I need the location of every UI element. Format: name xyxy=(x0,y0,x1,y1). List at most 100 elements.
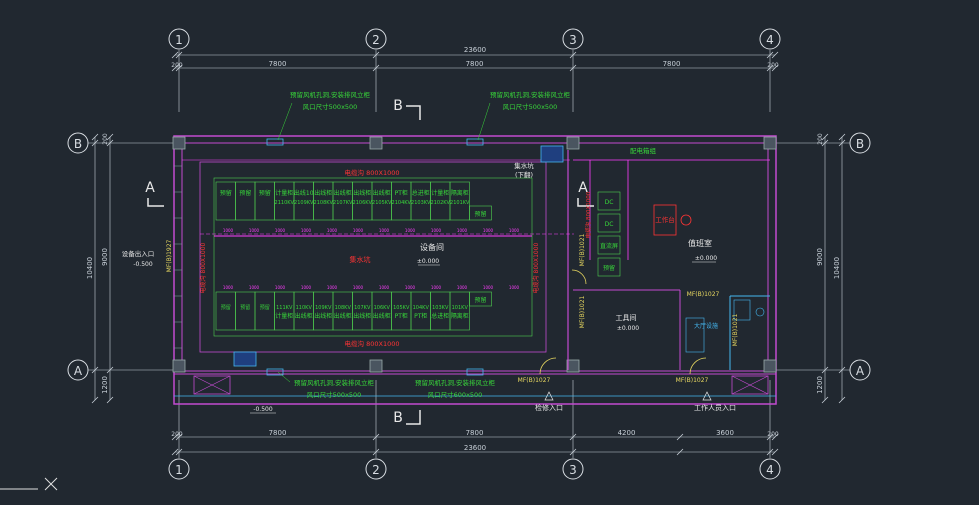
grid-bubble-A-right xyxy=(849,359,871,381)
grid-bubble-A-left xyxy=(67,359,89,381)
cabinet-top-label1-9: PT柜 xyxy=(395,189,408,197)
power-wall-label: 配电箱组 xyxy=(630,146,657,155)
fan-outlet-2 xyxy=(266,368,284,376)
cabinet-bottom-label2-11: 总进柜 xyxy=(431,312,449,320)
tick-bot2-6 xyxy=(771,448,779,456)
cabinet-top-12 xyxy=(449,181,470,221)
right-span-label-1: 1200 xyxy=(816,376,824,394)
tick-left2-3 xyxy=(106,396,114,404)
section-mark-a-left-arrow xyxy=(147,198,164,207)
cabinet-top-label2-6: 2107KV xyxy=(333,200,353,206)
cabinet-bottom-label1-10: 104KV xyxy=(413,305,430,311)
side-panel-1 xyxy=(597,213,621,233)
equip-entrance-elev: -0.500 xyxy=(133,261,153,268)
grid-axes xyxy=(67,28,871,480)
cabinet-top-extra xyxy=(469,205,492,221)
grid-label-1-top: 1 xyxy=(175,33,183,47)
toilet-label: 大厅设施 xyxy=(694,322,718,330)
cabinet-bottom-label1-7: 107KV xyxy=(354,305,371,311)
equipment-trench-inner xyxy=(213,177,533,337)
cabinet-top-label2-5: 2108KV xyxy=(314,200,334,206)
cabinet-bottom-label1-0: 预留 xyxy=(221,304,231,311)
top-span-label-1: 7800 xyxy=(466,60,484,68)
cable-trench-top: 电缆沟 800X1000 xyxy=(345,168,400,177)
cabinet-top-label1-4: 出线10 xyxy=(294,189,314,197)
fan-outlet-3 xyxy=(466,368,484,376)
bottom-total-label: 23600 xyxy=(464,444,486,452)
drain-pit-label: 集水坑 xyxy=(514,161,534,170)
left-total-label: 10400 xyxy=(86,257,94,279)
bottom-edge-left: 200 xyxy=(171,431,183,438)
left-small-label: 200 xyxy=(102,133,109,145)
tray-tick-b-11: 1000 xyxy=(509,285,520,290)
cabinet-bottom-extra xyxy=(469,291,492,307)
tray-tick-3: 1000 xyxy=(301,228,312,233)
side-panel-0 xyxy=(597,191,621,211)
grid-label-2-top: 2 xyxy=(372,33,380,47)
tick-right2-0 xyxy=(838,133,846,141)
fan-outlet-0 xyxy=(266,138,284,146)
tool-room-label: 工具间 xyxy=(616,314,637,322)
tick-top-5 xyxy=(771,51,779,59)
right-total-label: 10400 xyxy=(833,257,841,279)
grid-label-A-left: A xyxy=(74,364,83,378)
cabinet-bottom-label2-7: 出线柜 xyxy=(353,312,371,320)
top-note-2-line1: 预留风机孔洞,安装排风立柜 xyxy=(490,90,571,99)
cabinet-bottom-label1-9: 105KV xyxy=(393,305,410,311)
tray-tick-1: 1000 xyxy=(249,228,260,233)
section-mark-b-bottom: B xyxy=(393,410,403,426)
cabinet-bottom-12 xyxy=(449,291,470,331)
cabinet-bottom-label1-6: 108KV xyxy=(335,305,352,311)
wash-basin xyxy=(685,317,705,353)
column-0 xyxy=(172,136,186,150)
tick-top2-5 xyxy=(771,64,779,72)
cabinet-top-label1-1: 预留 xyxy=(239,189,251,197)
workbench-label: 工作台 xyxy=(655,215,675,224)
tray-tick-b-7: 1000 xyxy=(405,285,416,290)
cabinet-bottom-label2-5: 出线柜 xyxy=(314,312,332,320)
cabinet-bottom-label1-12: 101KV xyxy=(452,305,469,311)
tray-tick-b-10: 1000 xyxy=(483,285,494,290)
cabinet-bottom-label2-8: 出线柜 xyxy=(373,312,391,320)
column-7 xyxy=(763,359,777,373)
tray-tick-b-9: 1000 xyxy=(457,285,468,290)
south-pit-1-x2 xyxy=(193,375,231,395)
top-span-label-0: 7800 xyxy=(269,60,287,68)
cabinet-top-label1-8: 出线柜 xyxy=(373,189,391,197)
cable-trench-left: 电缆沟 800X1000 xyxy=(199,242,207,293)
cable-pit-label: 集水坑 xyxy=(350,255,371,264)
tick-top2-0 xyxy=(171,64,179,72)
grid-label-1-bottom: 1 xyxy=(175,463,183,477)
cabinet-top-label1-6: 出线柜 xyxy=(334,189,352,197)
cabinet-top-label2-10: 2103KV xyxy=(411,200,431,206)
tray-tick-b-4: 1000 xyxy=(327,285,338,290)
cabinet-bottom-label1-4: 110KV xyxy=(296,305,313,311)
top-note-1-leader xyxy=(277,102,293,141)
top-note-2-line2: 风口尺寸500x500 xyxy=(503,102,558,111)
cable-trench-right: 电缆沟 800X1000 xyxy=(532,242,540,293)
cabinet-top-label2-7: 2106KV xyxy=(353,200,373,206)
cable-pit-box xyxy=(233,351,257,367)
tray-tick-8: 1000 xyxy=(431,228,442,233)
cabinet-bottom-label2-4: 出线柜 xyxy=(295,312,313,320)
fan-outlet-1 xyxy=(466,138,484,146)
grid-label-B-right: B xyxy=(856,137,864,151)
tick-left-0 xyxy=(91,133,99,141)
inner-wall xyxy=(181,142,769,372)
cabinet-bottom-label1-11: 103KV xyxy=(432,305,449,311)
column-5 xyxy=(369,359,383,373)
cable-trench-side: 电缆沟 800X1000 xyxy=(584,191,592,238)
cabinet-bottom-label1-1: 预留 xyxy=(240,304,250,311)
tick-left-3 xyxy=(91,396,99,404)
grid-label-3-bottom: 3 xyxy=(569,463,577,477)
tray-tick-b-3: 1000 xyxy=(301,285,312,290)
bottom-edge-right: 200 xyxy=(767,431,779,438)
section-mark-a-right-arrow xyxy=(577,198,594,207)
grid-bubble-B-left xyxy=(67,132,89,154)
rooms xyxy=(174,138,770,395)
grid-label-4-top: 4 xyxy=(766,33,774,47)
cabinet-top-label1-3: 计量柜 xyxy=(275,189,293,197)
bottom-note-2-line2: 风口尺寸600x500 xyxy=(428,390,483,399)
inspection-entrance-label: 检修入口 xyxy=(535,403,563,412)
